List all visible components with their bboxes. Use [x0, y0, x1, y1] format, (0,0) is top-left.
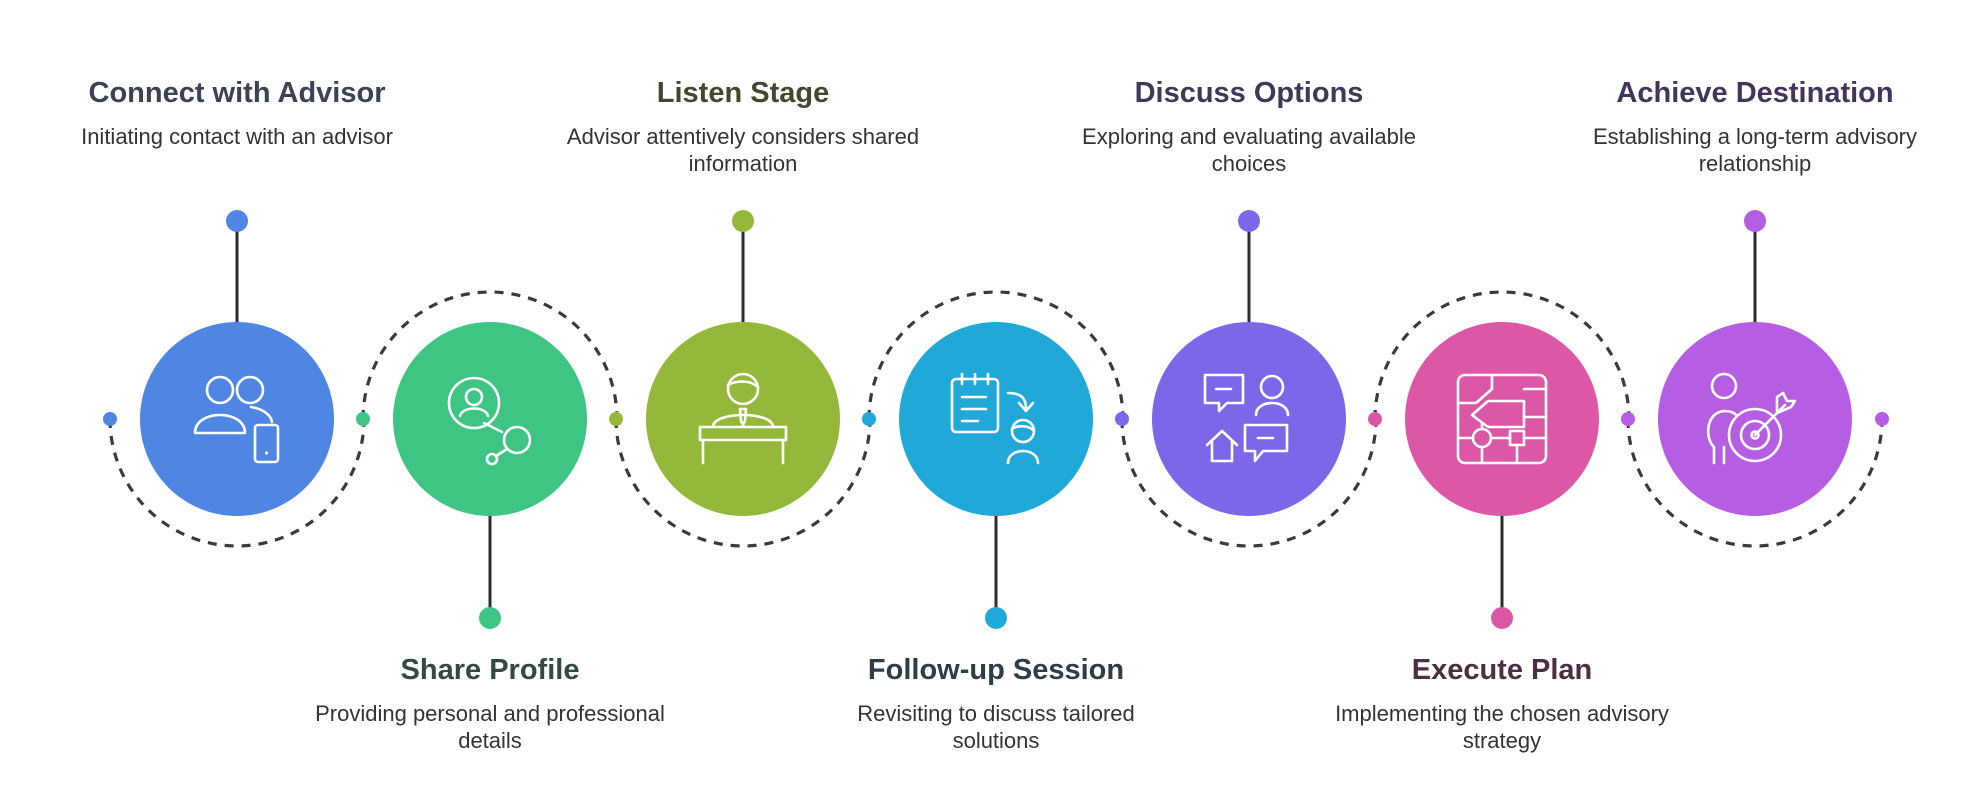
- step-circle: [899, 322, 1093, 516]
- chat-options-icon: [1203, 373, 1290, 463]
- step-title: Achieve Destination: [1616, 77, 1894, 109]
- step-connect-with-advisor: [140, 322, 334, 516]
- person-target-icon: [1706, 372, 1797, 465]
- step-circle: [393, 322, 587, 516]
- step-title: Listen Stage: [656, 77, 830, 109]
- step-title: Connect with Advisor: [88, 77, 386, 109]
- step-share-profile: [393, 322, 587, 516]
- step-circle: [1405, 322, 1599, 516]
- marker-dot: [479, 607, 501, 629]
- step-execute-plan: [1405, 322, 1599, 516]
- strategy-map-icon: [1456, 373, 1548, 465]
- marker-dot: [1744, 210, 1766, 232]
- step-listen-stage: [646, 322, 840, 516]
- marker-dot: [732, 210, 754, 232]
- step-circles: [140, 322, 1852, 516]
- arc-endpoint-dot: [103, 412, 117, 426]
- step-description: Implementing the chosen advisory strateg…: [1335, 701, 1669, 753]
- step-description: Exploring and evaluating available choic…: [1082, 124, 1416, 176]
- step-circle: [1658, 322, 1852, 516]
- arc-endpoint-dot: [1621, 412, 1635, 426]
- step-description: Establishing a long-term advisory relati…: [1592, 124, 1918, 176]
- step-description: Revisiting to discuss tailored solutions: [857, 701, 1135, 753]
- step-discuss-options: [1152, 322, 1346, 516]
- users-tablet-icon: [193, 375, 280, 464]
- connectors: [103, 210, 1889, 629]
- marker-dot: [226, 210, 248, 232]
- step-title: Discuss Options: [1134, 77, 1364, 109]
- arc-endpoint-dot: [609, 412, 623, 426]
- step-follow-up-session: [899, 322, 1093, 516]
- step-title: Execute Plan: [1411, 654, 1593, 686]
- step-circle: [646, 322, 840, 516]
- arc-endpoint-dot: [1115, 412, 1129, 426]
- step-circle: [1152, 322, 1346, 516]
- step-title: Follow-up Session: [867, 654, 1125, 686]
- arc-endpoint-dot: [862, 412, 876, 426]
- step-achieve-destination: [1658, 322, 1852, 516]
- step-description: Advisor attentively considers shared inf…: [566, 124, 920, 176]
- step-description: Providing personal and professional deta…: [315, 701, 665, 753]
- arc-endpoint-dot: [1875, 412, 1889, 426]
- arc-endpoint-dot: [356, 412, 370, 426]
- checklist-person-icon: [950, 372, 1040, 465]
- arc-endpoint-dot: [1368, 412, 1382, 426]
- step-description: Initiating contact with an advisor: [81, 124, 393, 149]
- marker-dot: [1491, 607, 1513, 629]
- profile-share-icon: [447, 376, 532, 466]
- marker-dot: [1238, 210, 1260, 232]
- marker-dot: [985, 607, 1007, 629]
- advisor-desk-icon: [698, 372, 788, 465]
- step-title: Share Profile: [400, 654, 580, 686]
